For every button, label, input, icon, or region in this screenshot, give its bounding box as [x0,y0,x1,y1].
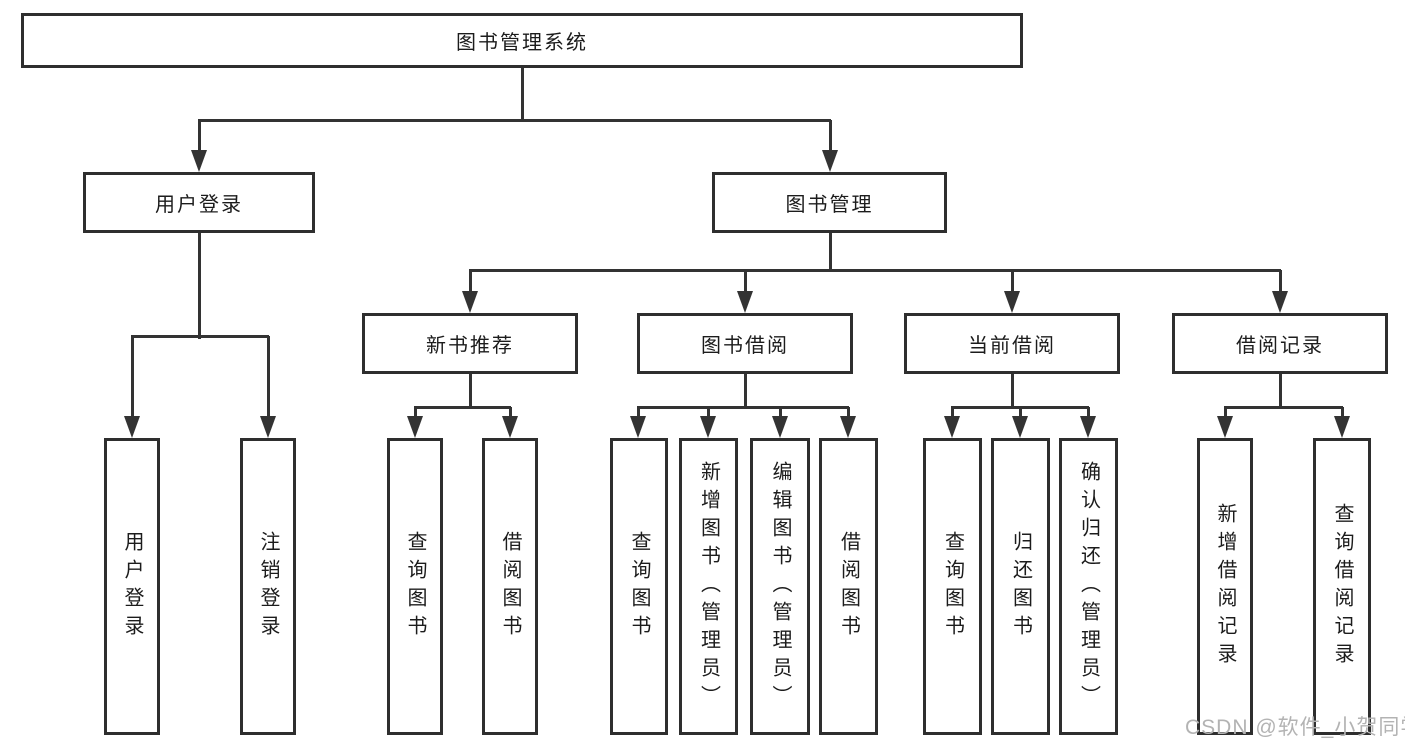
arrowhead-icon [462,291,478,313]
connector-line [131,335,269,338]
leaf-cb-query-book-label: 查询图书 [941,530,964,643]
connector-line [744,374,747,409]
node-book-management: 图书管理 [712,172,947,233]
connector-line [469,270,472,299]
arrowhead-icon [124,416,140,438]
arrowhead-icon [737,291,753,313]
connector-line [521,68,524,122]
leaf-user-login-label: 用户登录 [121,530,143,643]
connector-line [1279,374,1282,409]
leaf-bb-add-book-admin: 新增图书（管理员） [679,438,738,735]
connector-line [637,407,640,424]
node-book-borrow-label: 图书借阅 [701,335,789,357]
connector-line [637,406,849,409]
connector-line [1341,407,1344,424]
leaf-cb-return-book: 归还图书 [991,438,1050,735]
connector-line [509,407,512,424]
connector-line [1279,270,1282,299]
connector-line [469,374,472,409]
arrowhead-icon [1004,291,1020,313]
node-current-borrow: 当前借阅 [904,313,1120,374]
connector-line [829,120,832,158]
leaf-cb-return-book-label: 归还图书 [1009,530,1032,643]
arrowhead-icon [840,416,856,438]
arrowhead-icon [700,416,716,438]
connector-line [1019,407,1022,424]
arrowhead-icon [944,416,960,438]
leaf-bb-query-book-label: 查询图书 [628,530,650,643]
leaf-cb-confirm-return-admin-label: 确认归还（管理员） [1077,460,1100,713]
connector-line [131,336,134,424]
leaf-logout: 注销登录 [240,438,296,735]
connector-line [198,233,201,339]
leaf-bb-add-book-admin-label: 新增图书（管理员） [697,460,720,713]
arrowhead-icon [1272,291,1288,313]
leaf-user-login: 用户登录 [104,438,160,735]
connector-line [1011,270,1014,299]
connector-line [847,407,850,424]
node-root-label: 图书管理系统 [456,32,588,54]
leaf-bb-borrow-book-label: 借阅图书 [837,530,860,643]
leaf-br-add-record-label: 新增借阅记录 [1214,502,1236,671]
arrowhead-icon [1217,416,1233,438]
connector-line [198,120,201,158]
connector-line [744,270,747,299]
arrowhead-icon [502,416,518,438]
node-borrow-records: 借阅记录 [1172,313,1388,374]
arrowhead-icon [407,416,423,438]
arrowhead-icon [191,150,207,172]
node-current-borrow-label: 当前借阅 [968,335,1056,357]
arrowhead-icon [1080,416,1096,438]
leaf-bb-query-book: 查询图书 [610,438,668,735]
leaf-bb-borrow-book: 借阅图书 [819,438,878,735]
node-new-book-recommend: 新书推荐 [362,313,578,374]
node-root: 图书管理系统 [21,13,1023,68]
node-user-login: 用户登录 [83,172,315,233]
connector-line [779,407,782,424]
connector-line [1224,407,1227,424]
connector-line [414,407,417,424]
connector-line [198,119,831,122]
node-book-management-label: 图书管理 [785,194,874,216]
arrowhead-icon [630,416,646,438]
node-new-book-recommend-label: 新书推荐 [426,335,514,357]
leaf-rec-query-book-label: 查询图书 [404,530,426,643]
watermark: CSDN @软件_小贺同学 [1185,716,1405,739]
arrowhead-icon [1012,416,1028,438]
leaf-logout-label: 注销登录 [257,530,279,643]
arrowhead-icon [260,416,276,438]
node-borrow-records-label: 借阅记录 [1236,335,1324,357]
leaf-bb-edit-book-admin: 编辑图书（管理员） [750,438,810,735]
connector-line [707,407,710,424]
connector-line [1087,407,1090,424]
connector-line [1011,374,1014,409]
connector-line [267,336,270,424]
connector-line [829,233,832,272]
arrowhead-icon [1334,416,1350,438]
leaf-br-query-record: 查询借阅记录 [1313,438,1371,735]
leaf-rec-query-book: 查询图书 [387,438,443,735]
arrowhead-icon [772,416,788,438]
leaf-br-query-record-label: 查询借阅记录 [1331,502,1353,671]
leaf-bb-edit-book-admin-label: 编辑图书（管理员） [769,460,791,713]
node-book-borrow: 图书借阅 [637,313,853,374]
leaf-rec-borrow-book-label: 借阅图书 [499,530,521,643]
connector-line [951,407,954,424]
arrowhead-icon [822,150,838,172]
leaf-cb-query-book: 查询图书 [923,438,982,735]
node-user-login-label: 用户登录 [155,194,243,216]
leaf-rec-borrow-book: 借阅图书 [482,438,538,735]
connector-line [469,269,1281,272]
leaf-br-add-record: 新增借阅记录 [1197,438,1253,735]
connector-line [1224,406,1343,409]
connector-line [414,406,511,409]
leaf-cb-confirm-return-admin: 确认归还（管理员） [1059,438,1118,735]
